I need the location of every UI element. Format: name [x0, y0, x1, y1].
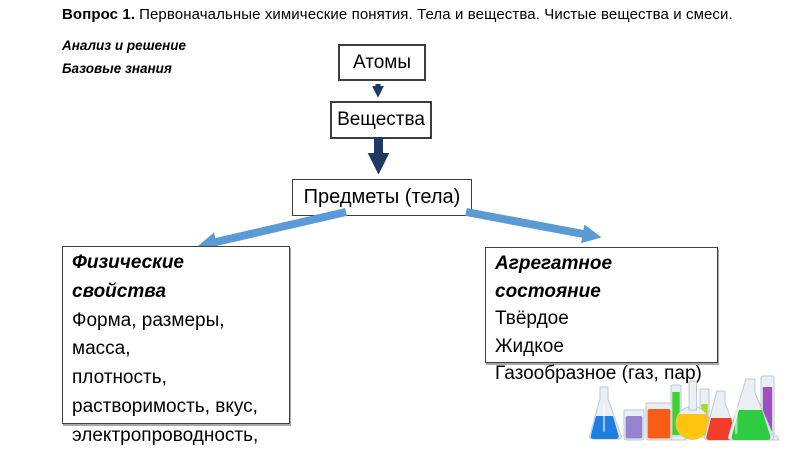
flow-node-substances: Вещества	[330, 101, 432, 139]
lab-glassware-image	[589, 375, 780, 441]
box-line: электропроводность,	[72, 424, 259, 446]
box-line: Форма, размеры, масса,	[72, 309, 225, 360]
physical-properties-title: Физические свойства	[72, 252, 184, 302]
erlenmeyer-flask-blue	[589, 386, 622, 440]
title-text: Первоначальные химические понятия. Тела …	[139, 6, 733, 23]
glass-shine-icon	[735, 402, 738, 434]
round-flask-yellow	[675, 380, 710, 440]
arrow-objects-to-state-icon	[465, 208, 602, 244]
arrow-objects-to-physical-icon	[197, 208, 347, 252]
small-beaker-purple	[623, 409, 645, 441]
label-basics: Базовые знания	[62, 61, 172, 76]
erlenmeyer-flask-green	[727, 378, 775, 441]
box-line: Жидкое	[495, 335, 564, 357]
glass-shine-icon	[603, 404, 605, 432]
aggregate-state-title: Агрегатное состояние	[495, 253, 613, 302]
flow-node-atoms: Атомы	[338, 44, 426, 81]
box-line: Газообразное (газ, пар)	[495, 363, 702, 385]
beaker-orange	[645, 402, 673, 441]
box-line: плотность,	[72, 367, 167, 389]
slide-title: Вопрос 1.Первоначальные химические понят…	[62, 6, 772, 23]
physical-properties-box: Физические свойства Форма, размеры, масс…	[62, 246, 290, 446]
label-analysis: Анализ и решение	[62, 38, 187, 53]
title-prefix: Вопрос 1.	[62, 6, 136, 23]
box-line: Твёрдое	[495, 308, 569, 330]
box-line: растворимость, вкус,	[72, 395, 258, 417]
flow-node-objects: Предметы (тела)	[292, 179, 472, 216]
physical-properties-lines: Форма, размеры, масса, плотность, раствори…	[72, 307, 280, 450]
